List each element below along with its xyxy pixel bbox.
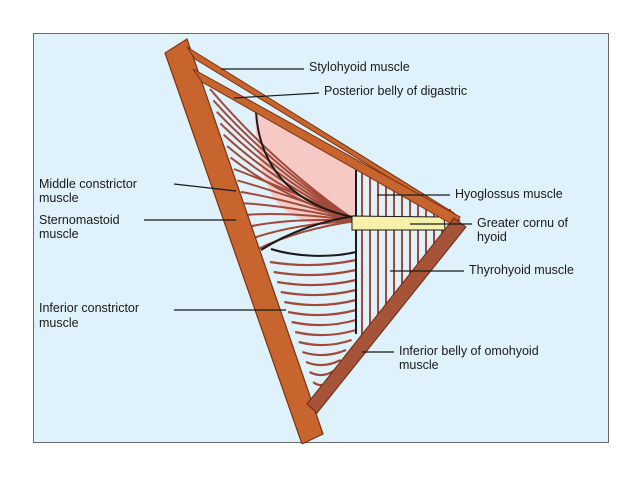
label-inferior-constrictor-line1: Inferior constrictor — [39, 301, 140, 315]
inferior-constrictor-fibre — [277, 278, 357, 287]
inferior-constrictor-fibre — [302, 348, 347, 357]
label-middle-constrictor-line1: Middle constrictor — [39, 177, 137, 191]
inferior-constrictor-fibre — [287, 308, 357, 317]
label-greater-cornu-line1: Greater cornu of — [477, 216, 569, 230]
label-inferior-constrictor-line2: muscle — [39, 316, 79, 330]
middle-constrictor-fibre — [216, 111, 357, 222]
middle-constrictor-fibre — [257, 220, 357, 250]
inferior-constrictor-fibre — [280, 288, 357, 297]
sternomastoid-muscle-band — [164, 38, 324, 444]
label-stylohyoid: Stylohyoid muscle — [309, 60, 410, 74]
middle-constrictor-fibre — [219, 122, 357, 222]
hyoglossus-region — [255, 110, 356, 226]
inferior-constrictor-fibre — [284, 298, 357, 307]
middle-constrictor-upper-edge — [255, 111, 353, 218]
carotid-triangle-diagram: Stylohyoid muscle Posterior belly of dig… — [33, 33, 609, 444]
leader-middle-constrictor — [173, 183, 237, 192]
diagram-svg — [144, 38, 472, 444]
inferior-constrictor-fibre — [269, 258, 357, 267]
label-greater-cornu-line2: hyoid — [477, 230, 507, 244]
label-thyrohyoid: Thyrohyoid muscle — [469, 263, 574, 277]
middle-constrictor-fibre — [250, 219, 357, 228]
inferior-constrictor-upper-edge — [260, 215, 357, 251]
label-hyoglossus: Hyoglossus muscle — [455, 187, 563, 201]
middle-constrictor-fibre — [240, 190, 357, 222]
inferior-constrictor-lower-edge — [270, 248, 357, 257]
label-posterior-digastric: Posterior belly of digastric — [324, 84, 468, 98]
label-sternomastoid-line2: muscle — [39, 227, 79, 241]
inferior-constrictor-fibre — [273, 268, 357, 277]
inferior-constrictor-fibre — [305, 359, 342, 367]
leader-lines — [144, 68, 472, 353]
greater-cornu-of-hyoid — [351, 215, 446, 231]
middle-constrictor-fibre — [247, 213, 357, 222]
stylohyoid-muscle-band — [186, 46, 461, 222]
leader-digastric — [233, 92, 320, 99]
inferior-constrictor-fibre — [291, 318, 357, 327]
inferior-constrictor-fibre — [298, 338, 352, 347]
label-sternomastoid-line1: Sternomastoid — [39, 213, 120, 227]
middle-constrictor-fibre — [254, 220, 357, 239]
label-omohyoid-line2: muscle — [399, 358, 439, 372]
label-middle-constrictor-line2: muscle — [39, 191, 79, 205]
label-omohyoid-line1: Inferior belly of omohyoid — [399, 344, 539, 358]
inferior-constrictor-fibre — [294, 328, 357, 337]
